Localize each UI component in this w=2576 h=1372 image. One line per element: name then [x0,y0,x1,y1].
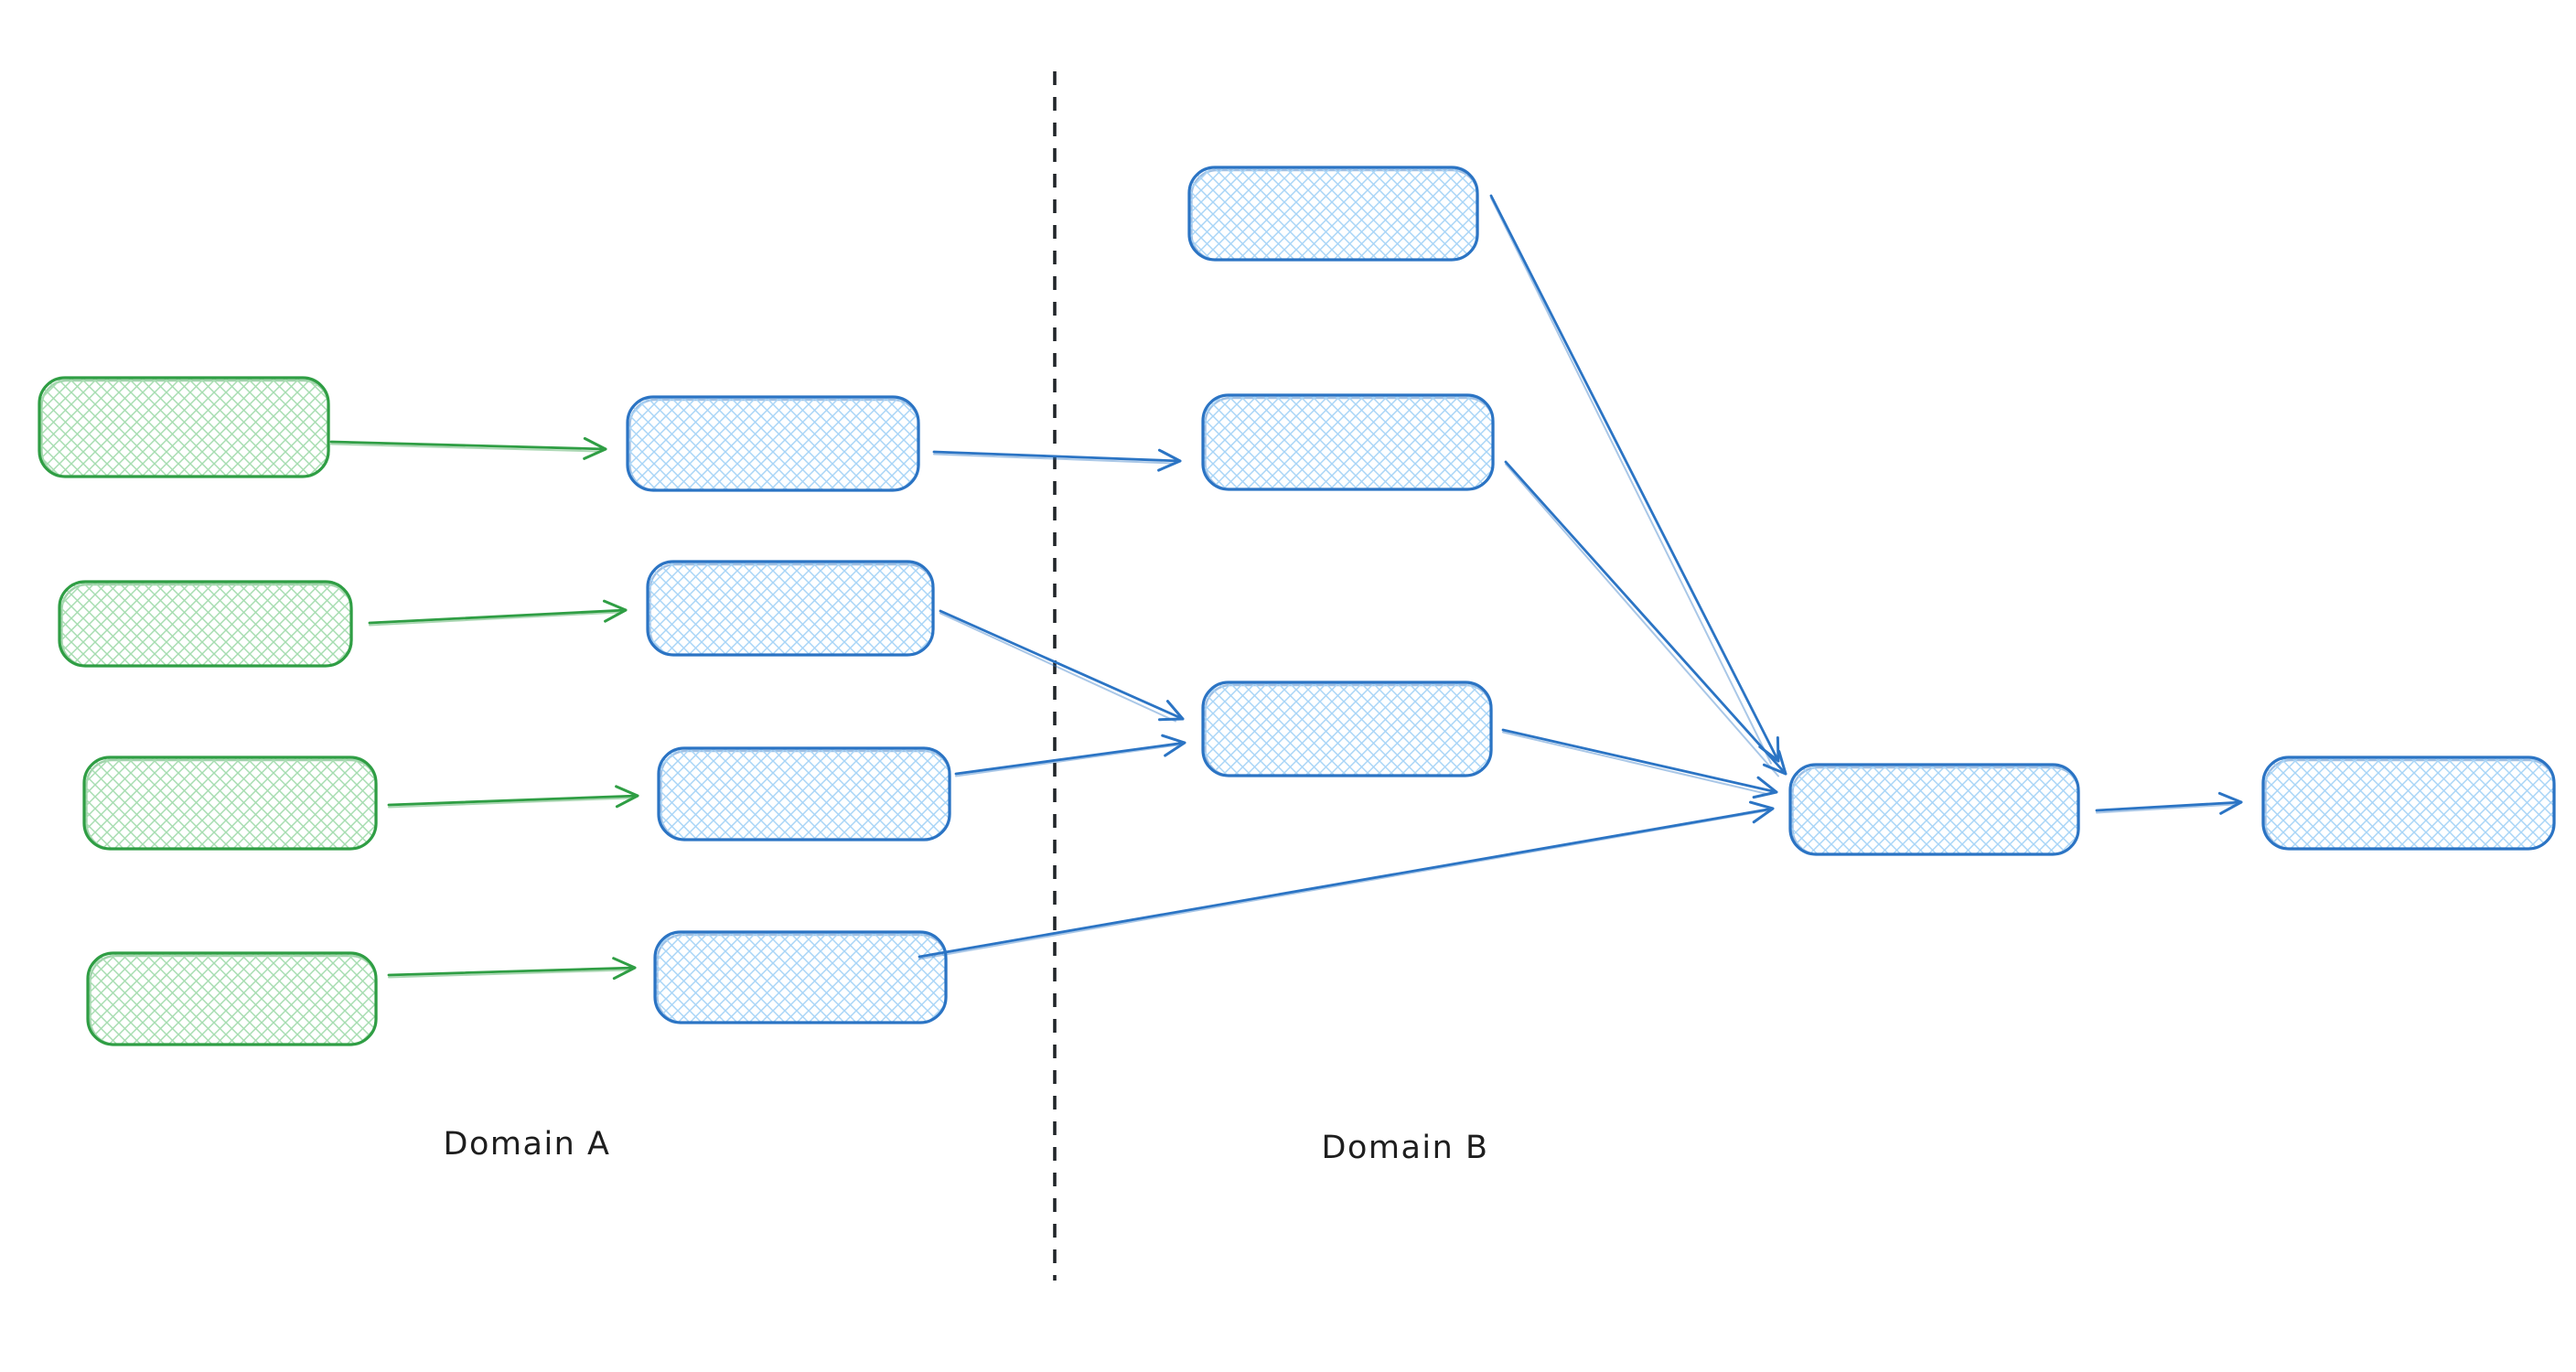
node-shape [86,951,378,1046]
arrow-g1-a1[interactable] [329,436,607,460]
node-green-3[interactable] [82,756,378,851]
arrows-layer [329,194,2243,981]
arrow-b3-b4[interactable] [1501,728,1778,799]
arrow-echo-shaft [369,611,619,627]
node-shape [58,580,353,668]
label-domain-a[interactable]: Domain A [444,1126,611,1163]
node-blue-b5[interactable] [2261,756,2556,851]
arrow-b2-b4[interactable] [1504,460,1787,777]
arrow-echo-shaft [330,443,599,453]
node-shape [82,756,378,851]
arrow-echo-shaft [933,453,1174,465]
node-shape [2261,756,2556,851]
node-shape [38,376,330,478]
label-domain-b[interactable]: Domain B [1322,1130,1489,1166]
arrow-shaft [932,448,1182,472]
arrow-g4-a4[interactable] [387,957,637,981]
arrow-a1-b2[interactable] [932,448,1182,472]
arrow-shaft [387,785,639,809]
arrow-echo-shaft [2096,803,2235,814]
node-shape [1201,681,1493,777]
node-blue-a1[interactable] [626,395,920,492]
arrow-echo-shaft [388,797,631,809]
node-blue-a3[interactable] [657,746,951,841]
arrow-shaft [368,599,628,625]
node-blue-a4[interactable] [653,930,948,1024]
arrow-b1-b4[interactable] [1489,194,1780,765]
node-blue-b2[interactable] [1201,393,1495,491]
arrow-shaft [1489,194,1780,763]
arrow-shaft [954,734,1186,776]
arrow-echo-shaft [939,612,1176,723]
node-shape [1788,763,2080,856]
arrow-a4-b4[interactable] [918,800,1775,960]
arrow-shaft [1501,728,1778,799]
node-shape [1201,393,1495,491]
arrow-shaft [939,609,1185,722]
arrow-shaft [387,957,637,981]
nodes-layer [38,166,2556,1046]
node-blue-b4[interactable] [1788,763,2080,856]
node-green-2[interactable] [58,580,353,668]
arrow-echo-shaft [388,969,628,979]
node-shape [646,560,935,657]
arrow-echo-shaft [1490,197,1772,765]
arrow-a2-b3[interactable] [939,609,1185,723]
node-shape [626,395,920,492]
arrow-g3-a3[interactable] [387,785,639,809]
arrow-echo-shaft [1502,731,1770,796]
node-shape [653,930,948,1024]
arrow-b4-b5[interactable] [2095,791,2243,815]
node-green-1[interactable] [38,376,330,478]
arrow-a3-b3[interactable] [954,734,1186,777]
node-blue-a2[interactable] [646,560,935,657]
node-shape [1187,166,1479,262]
arrow-echo-shaft [955,744,1178,777]
arrow-echo-shaft [1505,463,1779,777]
node-blue-b3[interactable] [1201,681,1493,777]
arrow-shaft [1504,460,1787,776]
arrow-shaft [329,436,607,460]
node-shape [657,746,951,841]
node-green-4[interactable] [86,951,378,1046]
arrow-g2-a2[interactable] [368,599,628,627]
arrow-shaft [2095,791,2243,815]
arrow-shaft [918,800,1775,959]
node-blue-b1[interactable] [1187,166,1479,262]
labels-layer: Domain A Domain B [444,1126,1489,1166]
